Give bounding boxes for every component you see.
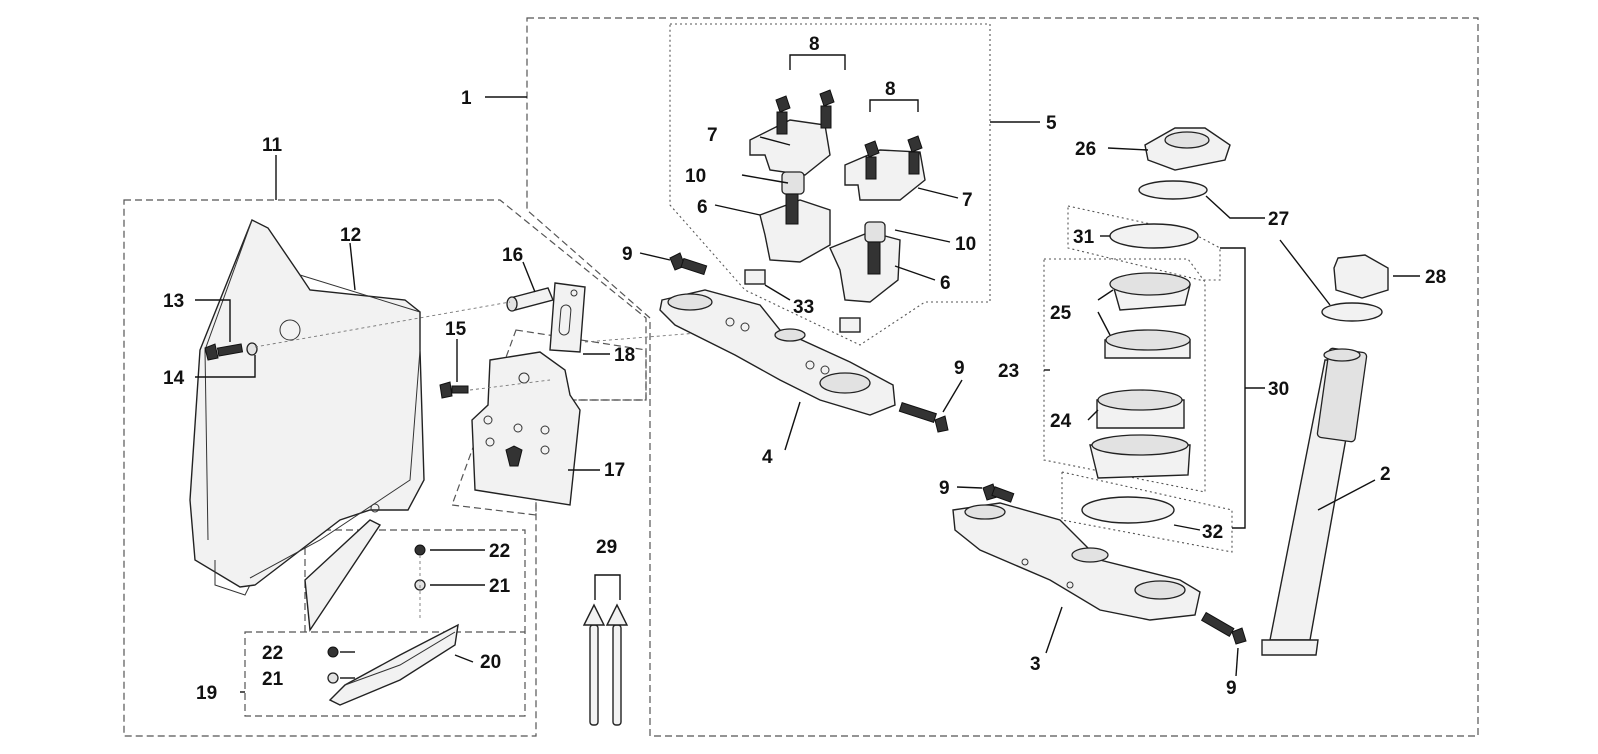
screw-22-upper-icon	[414, 544, 426, 556]
washer-14-icon	[246, 342, 258, 356]
washer-27-upper-icon	[1138, 180, 1208, 200]
spacer-and-bracket	[506, 282, 586, 353]
callout-7-left: 7	[707, 125, 718, 146]
callout-8-right: 8	[885, 79, 896, 100]
nut-28-icon	[1333, 254, 1389, 299]
callout-9-lower-left: 9	[939, 478, 950, 499]
seal-32-icon	[1081, 496, 1175, 524]
front-cowl-panel	[189, 219, 425, 596]
callout-16: 16	[502, 245, 523, 266]
spacer-33-upper-icon	[744, 269, 766, 285]
callout-26: 26	[1075, 139, 1096, 160]
lower-guard-assembly	[304, 519, 459, 706]
callout-30: 30	[1268, 379, 1289, 400]
brand-logo-icon	[505, 445, 523, 467]
callout-23: 23	[998, 361, 1019, 382]
callout-14: 14	[163, 368, 185, 389]
callout-labels: 1 2 3 4 5 6 6 7 7 8 8 9 9 9 9 10 10 11 1…	[163, 34, 1446, 704]
seal-31-icon	[1109, 223, 1199, 249]
callout-19: 19	[196, 683, 217, 704]
group-11-boundary	[123, 199, 647, 737]
callout-20: 20	[480, 652, 501, 673]
group-1-boundary	[526, 17, 1479, 737]
callout-22-upper: 22	[489, 541, 510, 562]
spacer-33-lower-icon	[839, 317, 861, 333]
washer-27-lower-icon	[1321, 302, 1383, 322]
callout-22-lower: 22	[262, 643, 283, 664]
callout-3: 3	[1030, 654, 1041, 675]
callout-28: 28	[1425, 267, 1446, 288]
callout-15: 15	[445, 319, 467, 340]
leader-lines	[195, 54, 1420, 693]
callout-31: 31	[1073, 227, 1095, 248]
callout-18: 18	[614, 345, 635, 366]
callout-6-left: 6	[697, 197, 708, 218]
cable-ties	[582, 603, 629, 726]
callout-25: 25	[1050, 303, 1072, 324]
upper-triple-clamp	[659, 289, 896, 416]
callout-13: 13	[163, 291, 184, 312]
callout-17: 17	[604, 460, 625, 481]
callout-21-upper: 21	[489, 576, 511, 597]
callout-27: 27	[1268, 209, 1289, 230]
callout-32: 32	[1202, 522, 1223, 543]
group-23-boundary	[1043, 258, 1206, 493]
callout-10-left: 10	[685, 166, 706, 187]
cowl-fasteners	[204, 342, 469, 399]
handlebar-risers	[744, 89, 926, 333]
callout-8-left: 8	[809, 34, 820, 55]
callout-33: 33	[793, 297, 814, 318]
callout-9-upper-right: 9	[954, 358, 965, 379]
callout-1: 1	[461, 88, 472, 109]
callout-12: 12	[340, 225, 361, 246]
callout-24: 24	[1050, 411, 1072, 432]
bolt-13-icon	[204, 343, 219, 361]
callout-29: 29	[596, 537, 617, 558]
callout-21-lower: 21	[262, 669, 284, 690]
callout-10-right: 10	[955, 234, 976, 255]
clamp-bolts	[669, 252, 1247, 645]
washer-21-lower-icon	[327, 672, 339, 684]
group-32-boundary	[1061, 471, 1233, 553]
callout-4: 4	[762, 447, 773, 468]
callout-11: 11	[262, 135, 283, 156]
bolt-15-icon	[439, 381, 453, 399]
group-5-boundary	[669, 23, 991, 346]
callout-5: 5	[1046, 113, 1057, 134]
bracket-plate	[471, 351, 581, 506]
callout-9-lower-right: 9	[1226, 678, 1237, 699]
callout-7-right: 7	[962, 190, 973, 211]
callout-2: 2	[1380, 464, 1391, 485]
steering-stem	[1261, 347, 1368, 656]
group-19-boundary	[244, 631, 526, 717]
lower-triple-clamp	[952, 502, 1201, 621]
screw-22-lower-icon	[327, 646, 339, 658]
bearing-set	[1081, 127, 1389, 524]
callout-9-upper-left: 9	[622, 244, 633, 265]
callout-6-right: 6	[940, 273, 951, 294]
